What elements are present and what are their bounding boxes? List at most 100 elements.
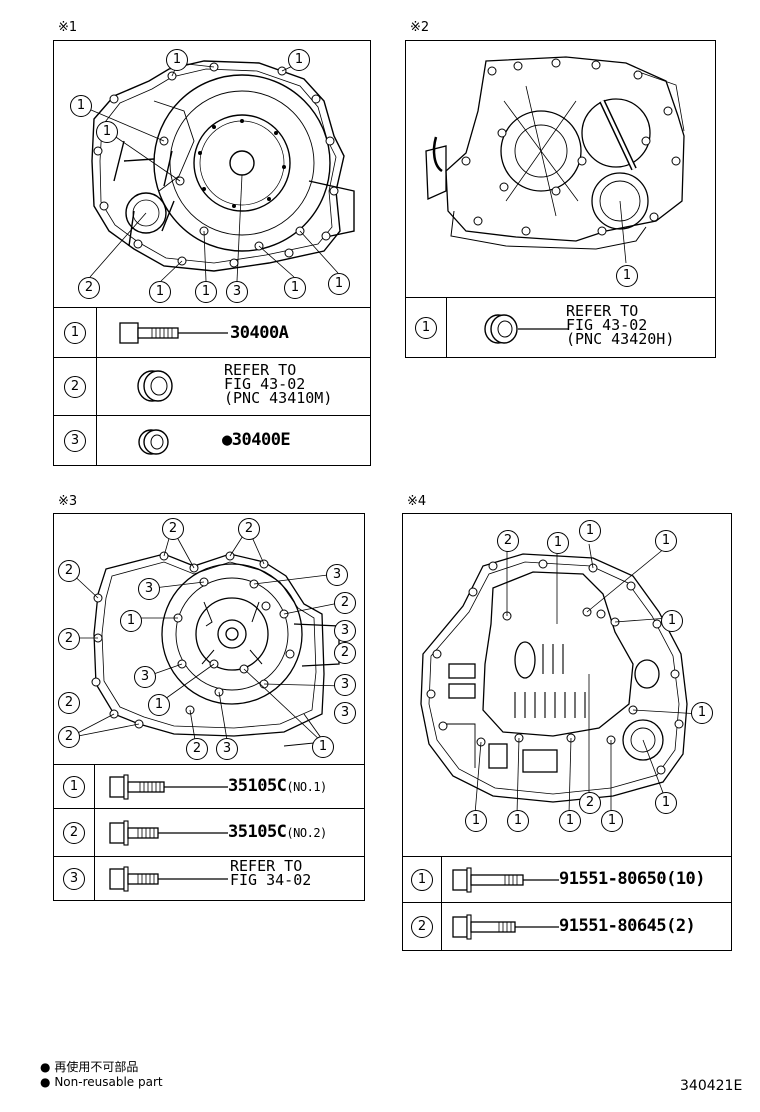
callout: 3: [334, 674, 356, 696]
callout: 2: [186, 738, 208, 760]
callout: 1: [691, 702, 713, 724]
callout: 2: [334, 592, 356, 614]
callout: 1: [661, 610, 683, 632]
callout: 2: [58, 726, 80, 748]
panel-3-drawing: [54, 514, 364, 765]
callout: 2: [58, 692, 80, 714]
panel-1-mark: ※1: [58, 20, 78, 35]
callout: 1: [655, 792, 677, 814]
panel-4: 2 1 1 1 1 1 1 1 1 1 2 1 1 91551-80650(10…: [402, 513, 732, 951]
non-reusable-bullet: ●: [222, 430, 232, 450]
refer-line: (PNC 43420H): [566, 330, 675, 348]
row-index: 3: [63, 868, 85, 890]
refer-line: FIG 43-02: [224, 375, 306, 393]
part-number: 35105C(NO.2): [228, 822, 327, 842]
row-index: 1: [411, 869, 433, 891]
oil-seal-icon: [137, 370, 173, 402]
callout: 1: [288, 49, 310, 71]
transaxle-case-illustration: [67, 527, 345, 747]
callout: 3: [134, 666, 156, 688]
transaxle-side-illustration: [425, 56, 685, 264]
callout: 1: [465, 810, 487, 832]
callout: 1: [328, 273, 350, 295]
refer-line: FIG 43-02: [566, 316, 648, 334]
callout: 1: [120, 610, 142, 632]
flange-bolt-icon: [109, 774, 228, 800]
flange-bolt-icon: [119, 322, 228, 344]
callout: 2: [579, 792, 601, 814]
callout: 2: [497, 530, 519, 552]
callout: 1: [148, 694, 170, 716]
parts-row: 2 35105C(NO.2): [54, 808, 364, 857]
flange-bolt-icon: [452, 867, 559, 893]
callout: 1: [655, 530, 677, 552]
parts-row: 1 91551-80650(10): [403, 856, 731, 903]
oil-seal-icon: [484, 314, 568, 344]
callout: 3: [216, 738, 238, 760]
parts-row: 1 30400A: [54, 307, 370, 358]
part-number-text: 35105C: [228, 822, 287, 842]
row-index: 1: [415, 317, 437, 339]
callout: 3: [334, 702, 356, 724]
non-reusable-bullet: ●: [40, 1075, 51, 1089]
callout: 1: [195, 281, 217, 303]
panel-1-drawing: [54, 41, 370, 308]
callout: 1: [96, 121, 118, 143]
figure-id: 340421E: [680, 1078, 743, 1094]
row-index: 3: [64, 430, 86, 452]
part-number: 30400A: [230, 323, 289, 343]
callout: 2: [78, 277, 100, 299]
parts-row: 1 35105C(NO.1): [54, 764, 364, 809]
row-index: 2: [64, 376, 86, 398]
callout: 2: [238, 518, 260, 540]
callout: 1: [284, 277, 306, 299]
callout: 3: [226, 281, 248, 303]
panel-4-drawing: [403, 514, 731, 857]
row-index: 1: [63, 776, 85, 798]
parts-row: 2 91551-80645(2): [403, 902, 731, 951]
callout: 2: [58, 560, 80, 582]
refer-line: REFER TO: [230, 857, 303, 875]
callout: 1: [312, 736, 334, 758]
part-number: 91551-80650(10): [559, 869, 706, 889]
callout: 3: [334, 620, 356, 642]
part-number: 91551-80645(2): [559, 916, 696, 936]
callout: 1: [166, 49, 188, 71]
part-number-non-reusable: ●30400E: [222, 430, 291, 450]
row-index: 1: [64, 322, 86, 344]
callout: 1: [507, 810, 529, 832]
flange-bolt-icon: [109, 866, 228, 892]
refer-line: FIG 34-02: [230, 871, 312, 889]
panel-4-mark: ※4: [407, 494, 427, 509]
refer-line: (PNC 43410M): [224, 389, 333, 407]
callout: 2: [162, 518, 184, 540]
panel-2-mark: ※2: [410, 20, 430, 35]
row-index: 2: [411, 916, 433, 938]
callout: 1: [559, 810, 581, 832]
callout: 1: [70, 95, 92, 117]
callout: 1: [616, 265, 638, 287]
part-number: 35105C(NO.1): [228, 776, 327, 796]
parts-row: 3 ●30400E: [54, 415, 370, 466]
callout: 3: [138, 578, 160, 600]
part-number: 30400E: [231, 430, 291, 450]
flange-bolt-icon: [452, 914, 559, 940]
panel-3-mark: ※3: [58, 494, 78, 509]
transaxle-rear-cover-illustration: [420, 543, 702, 815]
flange-bolt-icon: [109, 820, 228, 846]
oil-seal-icon: [138, 429, 169, 455]
panel-2-drawing: [406, 41, 715, 298]
legend-line-en: ● Non-reusable part: [40, 1075, 163, 1089]
refer-line: REFER TO: [566, 302, 639, 320]
legend-text-en: Non-reusable part: [54, 1075, 163, 1089]
callout: 1: [579, 520, 601, 542]
legend-line-ja: ● 再使用不可部品: [40, 1058, 138, 1075]
